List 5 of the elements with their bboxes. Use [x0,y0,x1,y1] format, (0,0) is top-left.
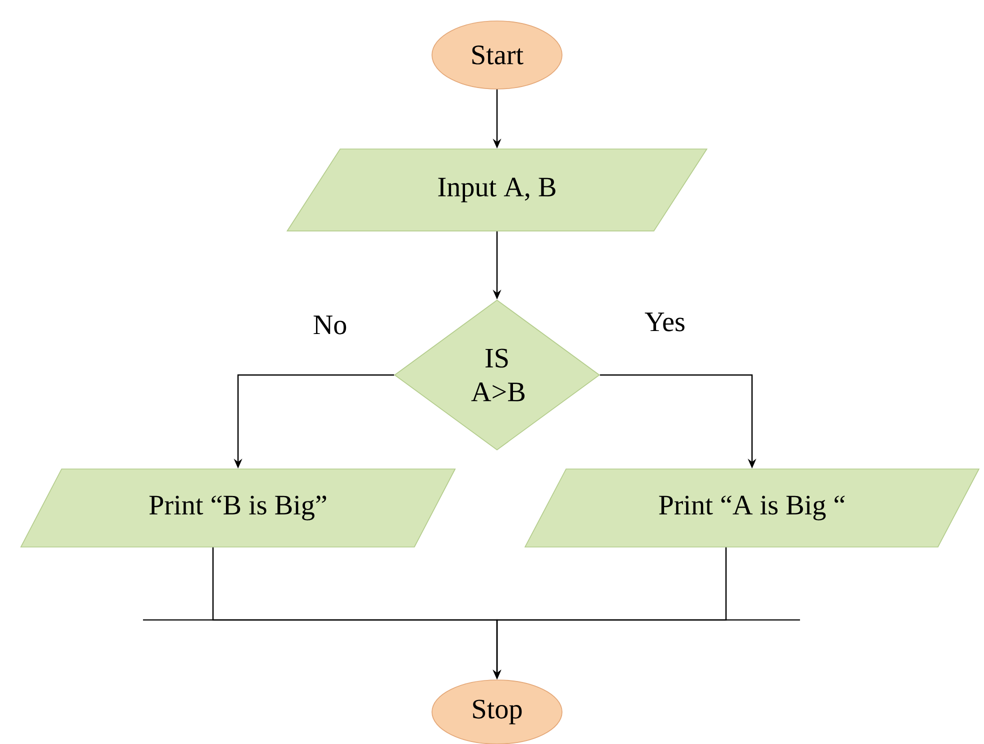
terminal-oval: Stop [432,680,562,744]
edge-label: No [310,312,350,338]
io-parallelogram: Print “B is Big” [20,468,456,548]
terminal-oval: Start [432,20,562,90]
edge-label: Yes [642,310,688,334]
